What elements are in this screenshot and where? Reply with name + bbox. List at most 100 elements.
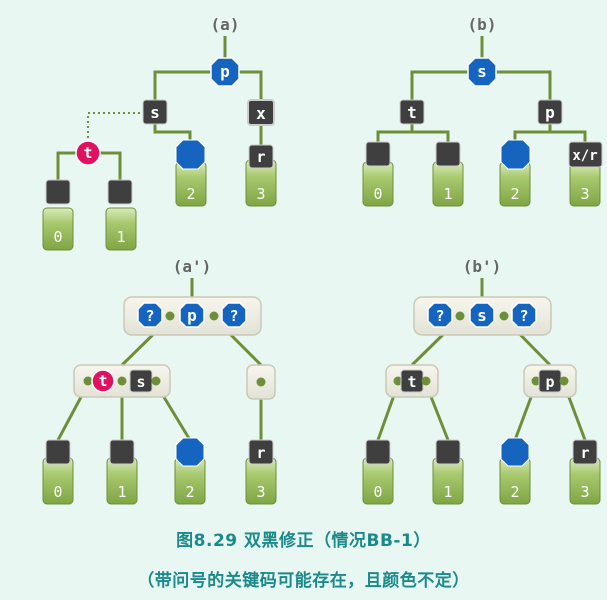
svg-text:r: r [256, 444, 265, 462]
panel-b-subtree-1: 1 [432, 161, 464, 207]
svg-text:3: 3 [580, 185, 589, 203]
panel-a2-black-leaf-0 [45, 439, 71, 465]
svg-text:r: r [256, 148, 265, 166]
panel-b2-dot [421, 376, 431, 386]
panel-a2-node-t: t [91, 369, 115, 393]
panel-b-black-leaf-0 [365, 141, 391, 167]
panel-b2-subtree-3: 3 [569, 457, 601, 505]
panel-a-label: (a) [211, 15, 240, 34]
svg-text:0: 0 [53, 228, 62, 246]
svg-text:s: s [150, 103, 160, 122]
panel-b2-node-t: t [400, 369, 424, 393]
panel-a2-black-leaf-1 [109, 439, 135, 465]
panel-b-subtree-0: 0 [362, 161, 394, 207]
panel-b2-dot [559, 376, 569, 386]
panel-a2-subtree-1: 1 [106, 457, 138, 505]
svg-text:r: r [580, 444, 589, 462]
panel-b-node-s: s [467, 57, 497, 87]
svg-text:p: p [220, 62, 230, 81]
panel-b2-label: (b') [463, 257, 502, 276]
panel-a2-blue-leaf [175, 437, 205, 467]
panel-a2-label: (a') [173, 257, 212, 276]
panel-a-node-blue-empty [175, 139, 206, 170]
panel-a2-node-s: s [129, 369, 153, 393]
panel-a2-dot [209, 311, 219, 321]
panel-a2-subtree-0: 0 [42, 457, 74, 505]
svg-text:x: x [256, 104, 266, 123]
panel-a2-top-right-question: ? [221, 302, 247, 328]
svg-text:p: p [545, 103, 555, 122]
panel-b2-top-s: s [469, 302, 495, 328]
svg-text:1: 1 [443, 185, 452, 203]
panel-b2-node-p: p [538, 369, 562, 393]
panel-a-node-r: r [248, 144, 274, 169]
panel-a: (a) 0 1 2 3 [42, 15, 277, 251]
svg-text:3: 3 [580, 483, 589, 501]
svg-text:s: s [136, 373, 145, 391]
svg-text:2: 2 [186, 185, 195, 203]
panel-b2-subtree-0: 0 [362, 457, 394, 505]
panel-b2-node-r: r [572, 439, 598, 465]
svg-text:s: s [477, 306, 487, 325]
svg-text:p: p [187, 306, 197, 325]
panel-a-node-p: p [210, 57, 240, 87]
panel-a-subtree-1: 1 [105, 207, 137, 251]
panel-b2-top-left-question: ? [427, 302, 453, 328]
panel-b-node-xr: x/r [568, 141, 603, 168]
panel-a2-subtree-3: 3 [245, 457, 277, 505]
svg-text:0: 0 [373, 185, 382, 203]
figure-caption: 图8.29 双黑修正（情况BB-1） [176, 531, 431, 551]
panel-b2-top-right-question: ? [511, 302, 537, 328]
panel-a2-dot [256, 377, 266, 387]
panel-b-node-blue-empty [500, 139, 531, 170]
svg-text:t: t [407, 373, 416, 391]
panel-a-black-leaf-1 [107, 179, 133, 205]
panel-a-dotted-link [87, 112, 145, 142]
panel-b: (b) 0 1 2 3 s [362, 15, 603, 207]
panel-b-node-p: p [537, 99, 563, 125]
panel-b2-black-leaf-0 [365, 439, 391, 465]
panel-b2-subtree-2: 2 [499, 457, 531, 505]
panel-a2-top-left-question: ? [137, 302, 163, 328]
panel-b2: (b') ? s ? t [362, 257, 601, 505]
panel-b2-blue-leaf [500, 437, 530, 467]
panel-b-subtree-3: 3 [569, 161, 601, 207]
panel-a2-dot [151, 376, 161, 386]
svg-text:0: 0 [373, 483, 382, 501]
figure-subcaption: （带问号的关键码可能存在，且颜色不定） [137, 571, 470, 591]
svg-text:s: s [477, 62, 487, 81]
svg-text:2: 2 [185, 483, 194, 501]
svg-text:2: 2 [510, 483, 519, 501]
panel-a-node-x: x [247, 99, 275, 126]
panel-a-node-t: t [75, 140, 101, 166]
panel-b-edges [376, 36, 587, 150]
svg-text:?: ? [435, 307, 444, 325]
svg-text:t: t [407, 103, 417, 122]
svg-text:3: 3 [256, 185, 265, 203]
panel-b2-dot [499, 311, 509, 321]
panel-a2-top-p: p [179, 302, 205, 328]
svg-text:0: 0 [53, 483, 62, 501]
panel-b-label: (b) [468, 15, 497, 34]
svg-text:x/r: x/r [572, 148, 597, 164]
panel-b-node-t: t [399, 99, 425, 125]
svg-text:?: ? [145, 307, 154, 325]
panel-b2-dot [393, 376, 403, 386]
svg-text:p: p [545, 373, 554, 391]
panel-a-subtree-0: 0 [42, 207, 74, 251]
panel-b-black-leaf-1 [435, 141, 461, 167]
panel-a2-dot [117, 376, 127, 386]
svg-text:?: ? [229, 307, 238, 325]
svg-text:1: 1 [443, 483, 452, 501]
panel-a2-dot [83, 376, 93, 386]
panel-a2-dot [165, 311, 175, 321]
svg-text:1: 1 [116, 228, 125, 246]
svg-text:1: 1 [117, 483, 126, 501]
panel-b2-dot [531, 376, 541, 386]
panel-b2-dot [455, 311, 465, 321]
panel-b2-black-leaf-1 [435, 439, 461, 465]
svg-text:t: t [83, 144, 92, 162]
panel-a2-node-r: r [248, 439, 274, 465]
panel-a2: (a') ? p ? t [42, 257, 277, 505]
svg-text:t: t [98, 372, 107, 390]
